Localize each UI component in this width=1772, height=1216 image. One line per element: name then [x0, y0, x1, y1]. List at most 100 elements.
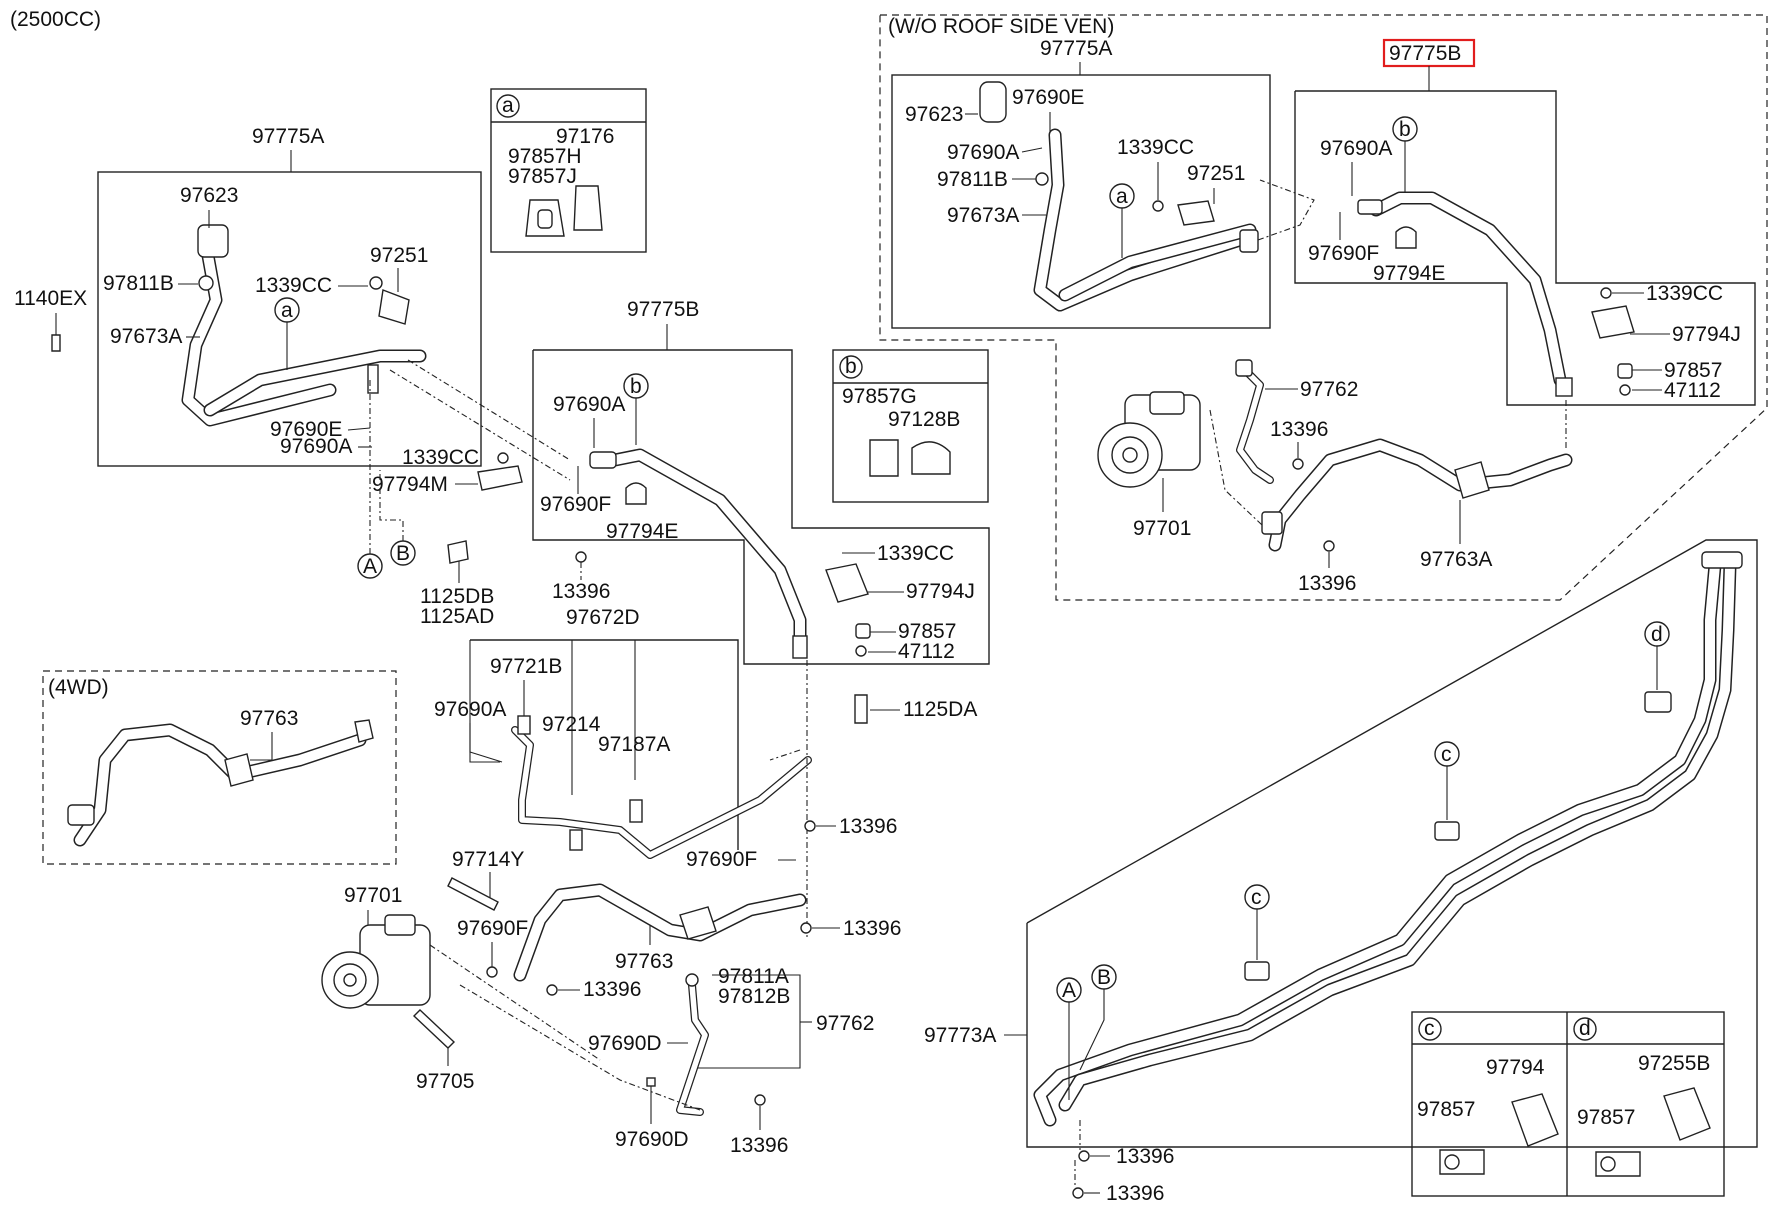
ll-label-97705: 97705: [416, 1070, 474, 1093]
roof-lower-97701: 97701: [1133, 517, 1191, 540]
engine-label: (2500CC): [10, 8, 101, 31]
roof-lower-97762: 97762: [1300, 378, 1358, 401]
d-group: 97672D 97721B 97690A 97214 97187A: [434, 606, 812, 859]
left-label-97673A: 97673A: [110, 325, 182, 348]
misc-marker-B: B: [396, 542, 410, 565]
roof-a-title: 97775A: [1040, 37, 1112, 60]
mid-label-97794J: 97794J: [906, 580, 975, 603]
wd4-label-97763: 97763: [240, 707, 298, 730]
roof-a-97811B: 97811B: [937, 168, 1008, 191]
d-label-97187A: 97187A: [598, 733, 670, 756]
ll-label-13396-c: 13396: [839, 815, 897, 838]
mid-label-97857: 97857: [898, 620, 956, 643]
legend-a-part-2: 97857H: [508, 145, 582, 168]
mid-label-97690A: 97690A: [553, 393, 625, 416]
bottom-right: 97773A A B c c d 13396 13396: [924, 539, 1758, 1205]
legend-c-part-2: 97857: [1417, 1098, 1475, 1121]
legend-b: b 97857G 97128B: [832, 349, 989, 503]
br-title-97773A: 97773A: [924, 1024, 996, 1047]
wd4-box: (4WD) 97763: [42, 670, 397, 865]
legend-d-part-2: 97857: [1577, 1106, 1635, 1129]
roof-a-97673A: 97673A: [947, 204, 1019, 227]
lower-left: 97714Y 97701 97690F 97763 13396 97705 97…: [321, 815, 901, 1157]
misc-label-1125DB: 1125DB: [420, 585, 494, 608]
compressor-icon: [321, 914, 431, 1009]
misc-left: 1339CC 97794M 1125DB 1125AD A B: [357, 359, 571, 628]
legend-b-part-1: 97857G: [842, 385, 917, 408]
mid-group-callout-b: b: [630, 375, 642, 398]
mid-label-1125DA: 1125DA: [903, 698, 977, 721]
roof-b-1339CC: 1339CC: [1646, 282, 1723, 305]
roof-a-97251: 97251: [1187, 162, 1245, 185]
mid-label-97794E: 97794E: [606, 520, 678, 543]
ll-label-97762: 97762: [816, 1012, 874, 1035]
mid-label-47112: 47112: [898, 640, 955, 663]
ll-label-97714Y: 97714Y: [452, 848, 524, 871]
roof-a-1339CC: 1339CC: [1117, 136, 1194, 159]
legend-cd: c d 97794 97857 97255B 97857: [1411, 1011, 1725, 1197]
d-label-97690A: 97690A: [434, 698, 506, 721]
mid-label-97690F: 97690F: [540, 493, 611, 516]
left-group-title: 97775A: [252, 125, 324, 148]
legend-c-part-1: 97794: [1486, 1056, 1545, 1079]
mid-group-title: 97775B: [627, 298, 699, 321]
legend-a-letter: a: [502, 94, 514, 117]
roof-b-title: 97775B: [1389, 42, 1461, 65]
left-group-callout-a: a: [281, 299, 293, 322]
legend-a: a 97176 97857H 97857J: [490, 88, 647, 253]
ll-label-97690D-1: 97690D: [588, 1032, 662, 1055]
ll-label-13396-b: 13396: [843, 917, 901, 940]
misc-label-97794M: 97794M: [372, 473, 448, 496]
left-label-97690A: 97690A: [280, 435, 352, 458]
roof-a-97690A: 97690A: [947, 141, 1019, 164]
roof-lower-13396-a: 13396: [1270, 418, 1328, 441]
misc-marker-A: A: [363, 555, 377, 578]
roof-b-97794E: 97794E: [1373, 262, 1445, 285]
left-label-97811B: 97811B: [103, 272, 174, 295]
legend-b-letter: b: [845, 355, 857, 378]
grommet-pad-shape: [573, 185, 603, 231]
legend-a-part-3: 97857J: [508, 165, 577, 188]
left-label-97251: 97251: [370, 244, 428, 267]
legend-b-part-2: 97128B: [888, 408, 960, 431]
legend-c-letter: c: [1424, 1017, 1435, 1040]
d-label-97214: 97214: [542, 713, 601, 736]
mid-group: 97775B b 97690A 97690F 97794E 1339CC 977…: [532, 298, 990, 724]
left-label-97623: 97623: [180, 184, 238, 207]
misc-label-1339CC: 1339CC: [402, 446, 479, 469]
br-marker-B: B: [1097, 966, 1111, 989]
receiver-drier-shape: [979, 81, 1007, 123]
roof-b-97857: 97857: [1664, 359, 1722, 382]
bracket-shape: [1511, 1093, 1559, 1147]
roof-b-97690A: 97690A: [1320, 137, 1392, 160]
receiver-drier-shape: [197, 224, 229, 258]
ll-label-13396-a: 13396: [583, 978, 641, 1001]
ll-label-97812B: 97812B: [718, 985, 790, 1008]
legend-a-part-1: 97176: [556, 125, 614, 148]
roof-region: (W/O ROOF SIDE VEN) 97775A a 97623 97690…: [879, 14, 1768, 601]
roof-variant-label: (W/O ROOF SIDE VEN): [888, 15, 1114, 38]
left-group: 97775A a 97623 97811B 97673A 1339CC 9725…: [14, 125, 482, 467]
d-group-title: 97672D: [566, 606, 640, 629]
wd4-variant-label: (4WD): [48, 676, 109, 699]
bracket-shape: [911, 441, 951, 475]
roof-b-97794J: 97794J: [1672, 323, 1741, 346]
legend-d-letter: d: [1579, 1017, 1591, 1040]
bracket-shape: [869, 439, 899, 477]
ll-label-97701: 97701: [344, 884, 402, 907]
ll-label-97690F-1: 97690F: [457, 917, 528, 940]
ll-label-97690F-2: 97690F: [686, 848, 757, 871]
d-label-97721B: 97721B: [490, 655, 562, 678]
legend-d-part-1: 97255B: [1638, 1052, 1710, 1075]
ll-label-97763: 97763: [615, 950, 673, 973]
misc-label-1125AD: 1125AD: [420, 605, 494, 628]
roof-b-97690F: 97690F: [1308, 242, 1379, 265]
roof-a-97690E: 97690E: [1012, 86, 1084, 109]
left-label-97690E: 97690E: [270, 418, 342, 441]
bracket-shape: [1663, 1087, 1711, 1141]
roof-b-47112: 47112: [1664, 379, 1721, 402]
left-label-1339CC: 1339CC: [255, 274, 332, 297]
br-marker-c-2: c: [1441, 743, 1452, 766]
